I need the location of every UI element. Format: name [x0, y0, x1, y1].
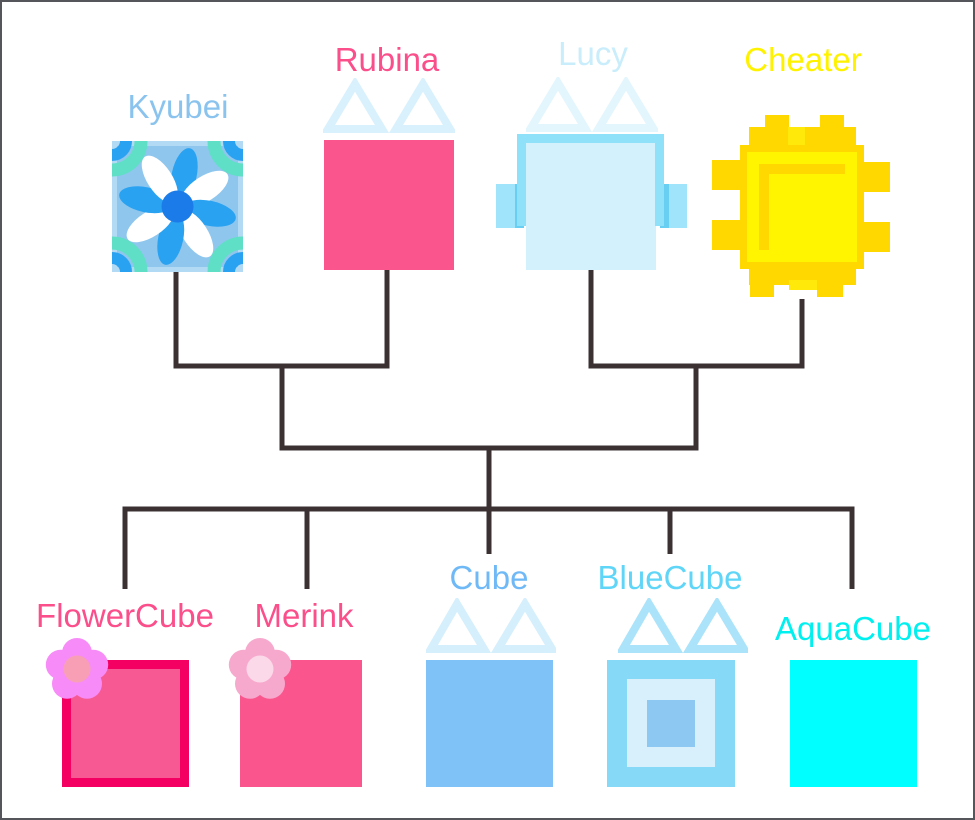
lucy-band-top [517, 134, 664, 143]
bluecube-ears-icon [618, 598, 748, 653]
cheater-pixel [789, 280, 817, 290]
kyubei-flower-icon [119, 148, 236, 265]
lucy-band-left [517, 134, 526, 226]
children-line [122, 506, 855, 589]
flowercube-flower-icon [45, 638, 109, 699]
parent-label-rubina: Rubina [334, 41, 440, 78]
cheater-center [769, 174, 845, 250]
rubina-ears-icon [323, 78, 455, 133]
cheater-pixel [864, 162, 890, 192]
kyubei-square [112, 141, 243, 272]
cheater-pixel [788, 127, 805, 147]
parent-label-cheater: Cheater [744, 41, 862, 78]
bluecube-inner-square [647, 700, 695, 747]
cube-ears-icon [426, 598, 556, 653]
merink-flower-icon [228, 638, 292, 699]
lucy-right-headphone-shade [660, 184, 669, 228]
parent-label-lucy: Lucy [558, 35, 628, 72]
cheater-pixel [712, 220, 742, 250]
child-label-merink: Merink [254, 597, 354, 634]
cube-square [426, 660, 553, 787]
child-label-cube: Cube [449, 559, 529, 596]
cheater-pixel [712, 160, 742, 190]
child-label-aquacube: AquaCube [775, 610, 931, 647]
couple-left-line [173, 270, 390, 369]
lucy-ears-icon [526, 77, 658, 132]
cheater-sun-square [712, 115, 890, 297]
lucy-face-square [526, 143, 656, 270]
lucy-band-right [655, 134, 664, 226]
child-label-bluecube: BlueCube [597, 559, 743, 596]
aquacube-square [790, 660, 917, 787]
rubina-square [324, 140, 454, 270]
lucy-right-headphone [660, 184, 687, 228]
cheater-pixel [817, 280, 843, 297]
union-line [279, 366, 699, 451]
kyubei-tile-border [112, 141, 243, 272]
cheater-pixel [864, 222, 890, 252]
bluecube-square [607, 660, 735, 787]
cheater-pixel [750, 280, 774, 297]
child-label-flowercube: FlowerCube [36, 597, 214, 634]
parent-label-kyubei: Kyubei [127, 88, 229, 125]
